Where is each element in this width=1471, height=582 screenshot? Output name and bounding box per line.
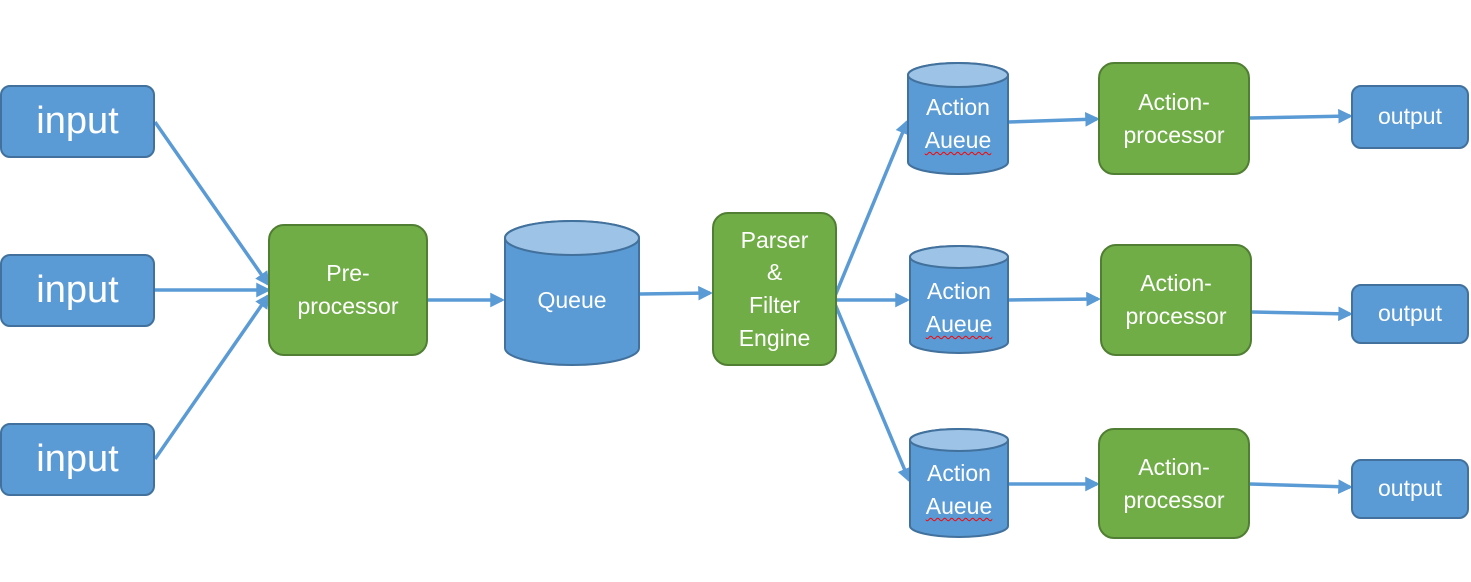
preprocessor-box: Pre- processor [268,224,428,356]
action-processor-box-2: Action- processor [1100,244,1252,356]
action-queue-label-line1: Action [927,278,991,304]
output-box-1: output [1351,85,1469,149]
action-queue-cylinder-shape [909,428,1009,538]
action-queue-label-line2: Aueue [908,311,1010,338]
action-queue-label-line2-text: Aueue [925,493,993,519]
output-label: output [1378,300,1442,327]
parser-label-line3: Filter [748,292,801,318]
action-queue-cylinder-2: Action Aueue [908,244,1010,356]
arrow-processor-2-to-output [1251,306,1353,322]
action-processor-label-line1: Action- [1140,270,1212,297]
parser-filter-engine-box: Parser & Filter Engine [712,212,837,366]
preprocessor-label-line1: Pre- [326,260,370,287]
input-box-1: input [0,85,155,158]
preprocessor-label-line2: processor [297,293,399,319]
input-box-3: input [0,423,155,496]
action-processor-label-line2: processor [1123,486,1225,513]
parser-label-line4: Engine [738,324,811,351]
action-queue-cylinder-1: Action Aueue [906,61,1010,177]
action-processor-label-line1: Action- [1138,88,1210,115]
output-box-3: output [1351,459,1469,519]
action-queue-label-line2: Aueue [906,127,1010,154]
action-queue-cylinder-shape [907,62,1009,175]
action-processor-label-line2: processor [1125,303,1227,329]
arrow-action-queue-2-to-processor [1007,291,1101,307]
arrow-queue-to-parser [639,285,713,301]
arrow-processor-1-to-output [1249,108,1353,124]
input-label: input [36,99,119,142]
action-queue-label-line1: Action [926,94,990,120]
output-box-2: output [1351,284,1469,344]
queue-label: Queue [537,287,607,313]
action-processor-box-3: Action- processor [1098,428,1250,539]
output-label: output [1378,475,1442,502]
input-label: input [36,437,119,480]
input-label: input [36,268,119,311]
output-label: output [1378,103,1442,130]
queue-cylinder-shape [504,220,640,366]
action-queue-label-line2-text: Aueue [925,311,993,337]
action-processor-box-1: Action- processor [1098,62,1250,175]
queue-cylinder: Queue [503,219,641,367]
parser-label-line1: Parser [740,226,809,253]
arrow-input1-to-preprocessor [153,120,270,287]
arrow-input3-to-preprocessor [153,293,270,460]
action-processor-label-line1: Action- [1138,453,1210,480]
arrow-parser-to-action-queue-3 [833,303,912,483]
input-box-2: input [0,254,155,327]
action-queue-label-line1: Action [927,460,991,486]
action-queue-cylinder-shape [909,245,1009,354]
action-queue-label-line2-text: Aueue [924,127,992,153]
parser-label-line2: & [766,259,783,286]
action-processor-label-line2: processor [1123,121,1225,148]
action-queue-label-line2: Aueue [908,493,1010,520]
arrow-processor-3-to-output [1249,479,1353,494]
action-queue-cylinder-3: Action Aueue [908,427,1010,540]
arrow-action-queue-1-to-processor [1007,112,1100,127]
arrow-parser-to-action-queue-1 [833,119,910,297]
